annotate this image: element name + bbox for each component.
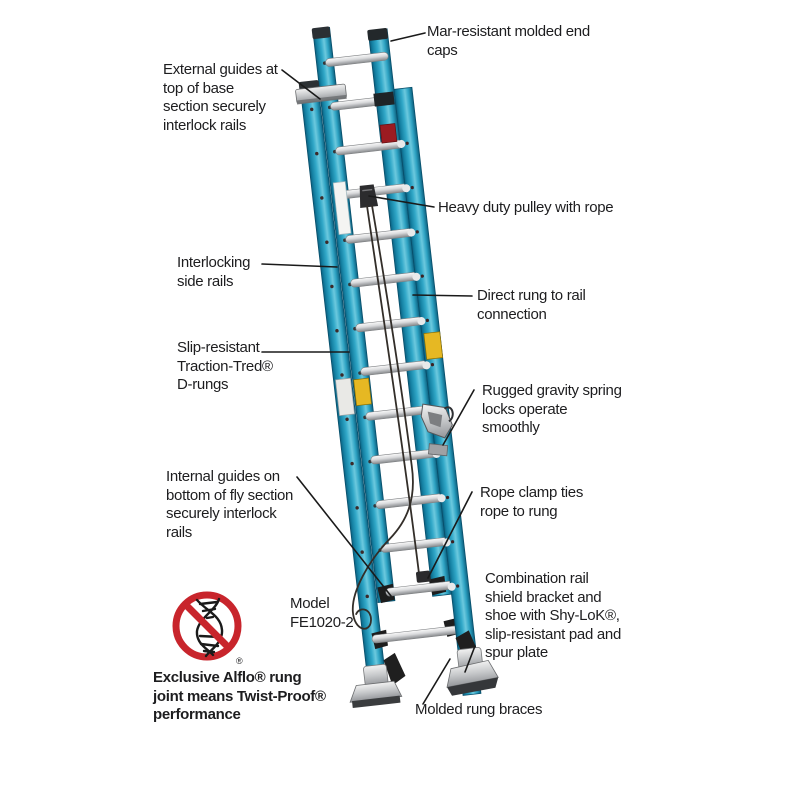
- callout-line: External guides at: [163, 61, 278, 78]
- callout-line: section securely: [163, 98, 266, 115]
- rope-clamp: [415, 570, 431, 583]
- rivets-base-left: [310, 107, 374, 643]
- callout-line: spur plate: [485, 644, 548, 661]
- no-twist-icon: ®: [172, 591, 243, 666]
- twisted-ladder-glyph: [195, 597, 224, 658]
- footnote-line: Exclusive Alflo® rung: [153, 669, 302, 686]
- callout-line: D-rungs: [177, 376, 229, 393]
- leader-lines: [261, 32, 476, 705]
- leader-side-rails: [261, 263, 338, 268]
- callout-line: connection: [477, 305, 547, 323]
- leader-pulley: [368, 195, 435, 208]
- callout-line: bottom of fly section: [166, 486, 294, 504]
- callout-spring-locks: Rugged gravity spring locks operate smoo…: [482, 382, 622, 438]
- model-label: Model FE1020-2: [290, 595, 354, 632]
- bracket-shadow: [296, 94, 347, 105]
- callout-line: Mar-resistant molded end: [427, 23, 590, 40]
- leader-spring-locks: [442, 389, 475, 446]
- leader-rung-braces: [422, 658, 451, 705]
- callout-rung-connection: Direct rung to rail connection: [477, 287, 586, 324]
- left-foot: [349, 652, 406, 709]
- callout-line: slip-resistant pad and: [485, 625, 621, 643]
- end-cap-icon: [367, 28, 389, 41]
- guide-clip: [373, 91, 395, 107]
- leader-end-caps: [390, 32, 426, 42]
- callout-line: smoothly: [482, 419, 540, 436]
- footnote-line: joint means Twist-Proof®: [153, 687, 326, 705]
- callout-end-caps: Mar-resistant molded end caps: [427, 23, 590, 60]
- gravity-spring-lock: [420, 403, 454, 457]
- rivets-fly-left: [322, 61, 387, 595]
- leader-rung-connection: [412, 294, 473, 297]
- callout-line: interlock rails: [163, 116, 247, 134]
- brand-label: [332, 181, 352, 235]
- leader-rope-clamp: [427, 491, 473, 579]
- model-word: Model: [290, 595, 330, 612]
- callout-external-guides: External guides at top of base section s…: [163, 61, 278, 135]
- warning-label-yellow: [353, 377, 372, 407]
- callout-line: Interlocking: [177, 254, 251, 271]
- pulley-highlight: [362, 188, 373, 192]
- callout-line: Molded rung braces: [415, 701, 543, 718]
- callout-rope-clamp: Rope clamp ties rope to rung: [480, 484, 583, 521]
- callout-line: Traction-Tred®: [177, 357, 273, 375]
- callout-line: rope to rung: [480, 502, 558, 520]
- callout-line: top of base: [163, 79, 234, 97]
- leader-external-guides: [281, 69, 321, 100]
- alflo-footnote: Exclusive Alflo® rung joint means Twist-…: [153, 669, 326, 725]
- right-foot: [446, 630, 499, 696]
- callout-line: securely interlock: [166, 505, 277, 522]
- rope: [366, 205, 420, 573]
- callout-internal-guides: Internal guides on bottom of fly section…: [166, 468, 293, 542]
- callout-pulley: Heavy duty pulley with rope: [438, 199, 614, 218]
- warning-label-yellow: [423, 331, 444, 360]
- callout-line: shield bracket and: [485, 588, 602, 606]
- rope-tail: [351, 204, 414, 630]
- ladder: [295, 26, 499, 709]
- callout-line: caps: [427, 41, 458, 59]
- callout-line: Rugged gravity spring: [482, 382, 622, 399]
- red-sticker: [379, 123, 398, 144]
- footnote-line: performance: [153, 706, 241, 723]
- callout-line: locks operate: [482, 400, 568, 418]
- leader-internal-guides: [296, 476, 392, 597]
- callout-line: Combination rail: [485, 570, 589, 587]
- base-right-rail: [393, 86, 482, 696]
- prohibition-slash: [182, 601, 232, 651]
- end-cap-icon: [311, 26, 331, 40]
- callout-line: Internal guides on: [166, 468, 280, 485]
- callout-line: shoe with Shy-LoK®,: [485, 607, 620, 624]
- icon-registered-mark: ®: [236, 656, 243, 666]
- callout-rung-braces: Molded rung braces: [415, 701, 542, 720]
- model-number: FE1020-2: [290, 613, 354, 631]
- callout-line: Direct rung to rail: [477, 287, 586, 304]
- callout-line: Heavy duty pulley with rope: [438, 199, 614, 216]
- leader-combination-shoe: [464, 645, 476, 673]
- callout-d-rungs: Slip-resistant Traction-Tred® D-rungs: [177, 339, 273, 395]
- callout-side-rails: Interlocking side rails: [177, 254, 250, 291]
- instruction-label: [335, 377, 355, 417]
- callout-line: Slip-resistant: [177, 339, 260, 356]
- callout-line: Rope clamp ties: [480, 484, 584, 501]
- callout-combination-shoe: Combination rail shield bracket and shoe…: [485, 570, 621, 663]
- callout-line: rails: [166, 523, 193, 541]
- callout-line: side rails: [177, 272, 234, 290]
